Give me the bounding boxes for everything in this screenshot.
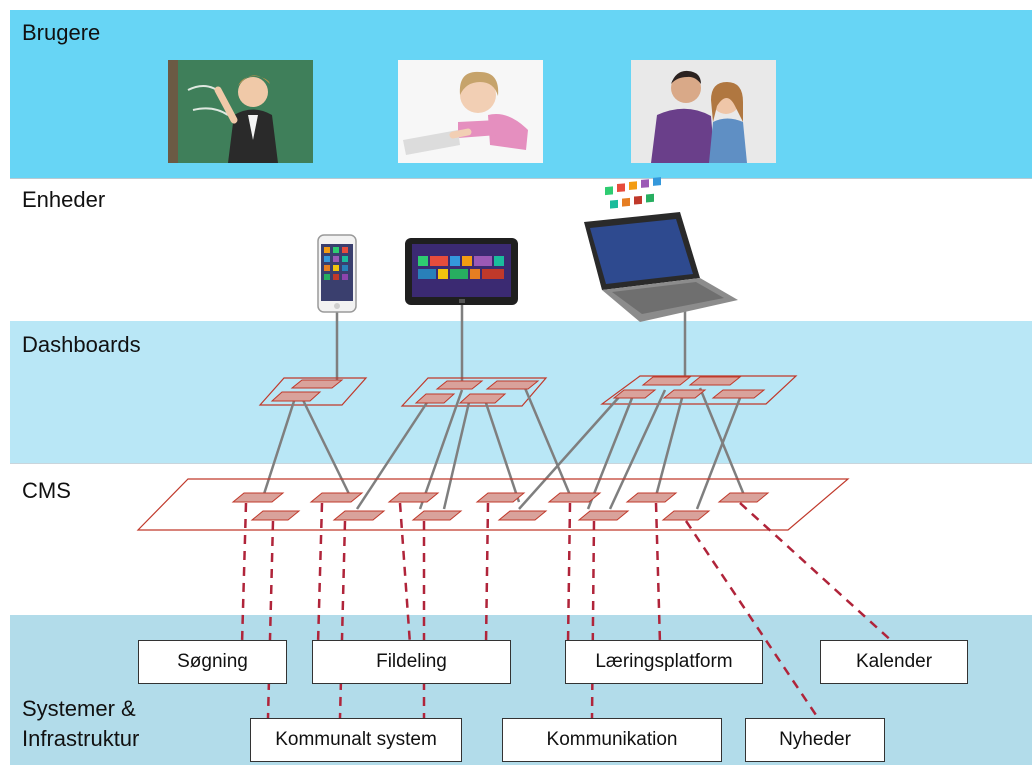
dashboard-frame-laptop — [600, 375, 798, 405]
system-fildeling: Fildeling — [312, 640, 511, 684]
layer-label-enheder: Enheder — [22, 187, 106, 212]
system-nyheder: Nyheder — [745, 718, 885, 762]
cms-system-links — [240, 502, 896, 719]
layer-label-dashboards: Dashboards — [22, 332, 141, 357]
layer-label-systemer-line1: Systemer & — [22, 696, 136, 721]
layer-cms — [10, 463, 1032, 616]
couple-photo — [631, 60, 776, 163]
dashboard-frame-phone — [258, 377, 368, 406]
system-sogning: Søgning — [138, 640, 287, 684]
system-kalender: Kalender — [820, 640, 968, 684]
layer-dashboards — [10, 321, 1032, 463]
laptop-icon — [584, 177, 738, 322]
tablet-icon — [405, 238, 518, 305]
layer-enheder — [10, 178, 1032, 321]
dashboard-modules — [270, 376, 766, 404]
smartphone-icon — [317, 234, 357, 313]
layer-label-cms: CMS — [22, 478, 71, 503]
layer-label-systemer-line2: Infrastruktur — [22, 726, 140, 751]
layer-label-brugere: Brugere — [22, 20, 101, 45]
system-kommunalt-system: Kommunalt system — [250, 718, 462, 762]
system-laeringsplatform: Læringsplatform — [565, 640, 763, 684]
child-photo — [398, 60, 543, 163]
system-kommunikation: Kommunikation — [502, 718, 722, 762]
teacher-photo — [168, 60, 313, 163]
dashboard-cms-links — [262, 387, 746, 510]
layer-label-systemer: Systemer & Infrastruktur — [22, 694, 222, 754]
dashboard-frame-tablet — [400, 377, 548, 407]
cms-frame — [136, 478, 850, 531]
cms-modules — [231, 492, 770, 521]
